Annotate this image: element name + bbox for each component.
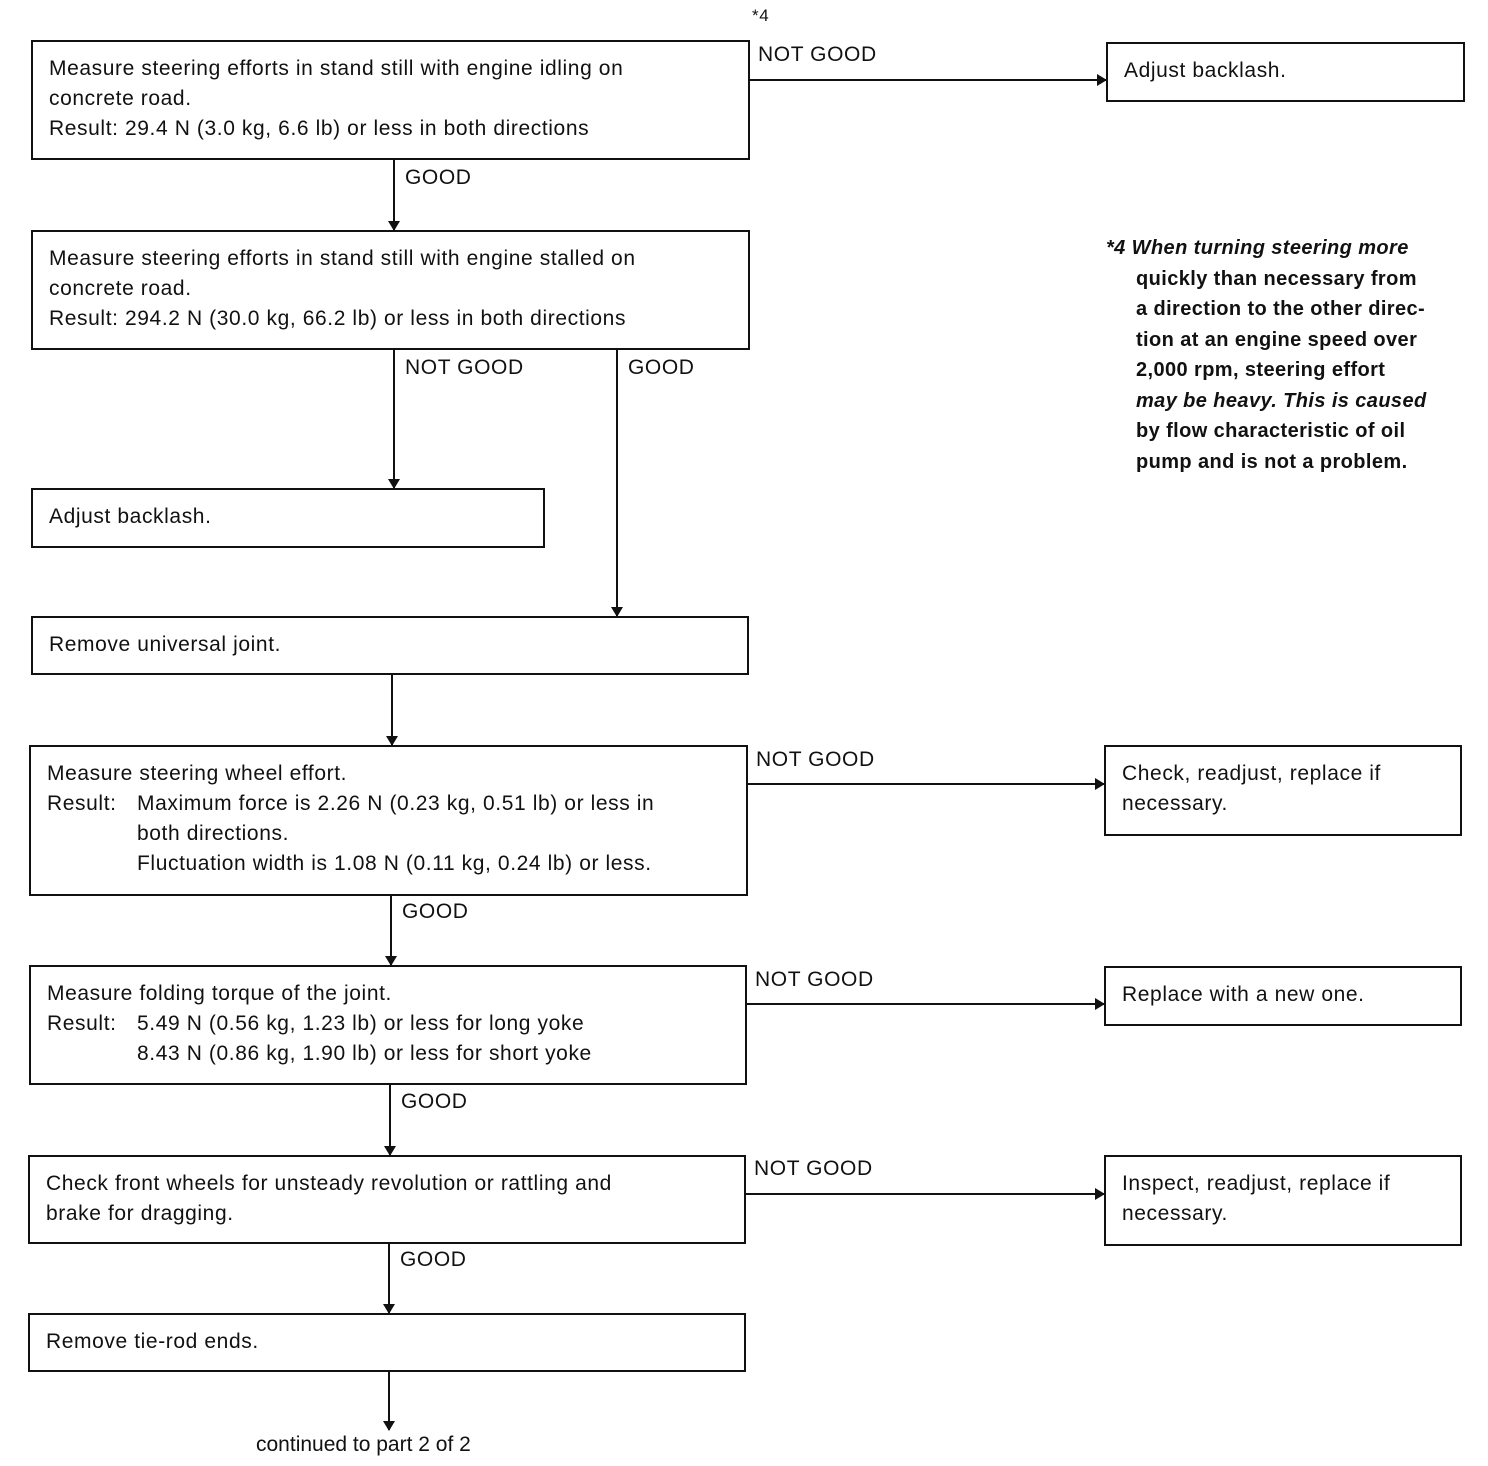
label-good: GOOD — [402, 900, 469, 923]
action-text-line: Check, readjust, replace if — [1122, 762, 1381, 785]
action-replace-new: Replace with a new one. — [1104, 966, 1462, 1026]
footnote-line: 2,000 rpm, steering effort — [1136, 359, 1386, 381]
footnote: *4 When turning steering more quickly th… — [1106, 233, 1464, 477]
step-result-line: 5.49 N (0.56 kg, 1.23 lb) or less for lo… — [137, 1012, 585, 1035]
step-text-line: Check front wheels for unsteady revoluti… — [46, 1172, 612, 1195]
footnote-line: by flow characteristic of oil — [1136, 420, 1406, 442]
step-measure-idling: Measure steering efforts in stand still … — [31, 40, 750, 160]
action-check-readjust-replace: Check, readjust, replace if necessary. — [1104, 745, 1462, 836]
step-remove-tie-rod-ends: Remove tie-rod ends. — [28, 1313, 746, 1372]
label-not-good: NOT GOOD — [755, 968, 874, 991]
action-text: Adjust backlash. — [49, 505, 212, 528]
action-text: Adjust backlash. — [1124, 59, 1287, 82]
step-measure-stalled: Measure steering efforts in stand still … — [31, 230, 750, 350]
continuation-note: continued to part 2 of 2 — [256, 1433, 471, 1456]
label-not-good: NOT GOOD — [754, 1157, 873, 1180]
step-text-line: brake for dragging. — [46, 1202, 234, 1225]
step-text: Remove universal joint. — [49, 633, 282, 656]
action-adjust-backlash-1: Adjust backlash. — [1106, 42, 1465, 102]
step-result-line: Result: 29.4 N (3.0 kg, 6.6 lb) or less … — [49, 117, 590, 140]
step-text-line: Measure folding torque of the joint. — [47, 982, 392, 1005]
action-text-line: necessary. — [1122, 792, 1228, 815]
footnote-line: may be heavy. This is caused — [1136, 389, 1427, 412]
footnote-ref: *4 — [752, 6, 770, 25]
step-text-line: Measure steering efforts in stand still … — [49, 247, 636, 270]
footnote-line: a direction to the other direc- — [1136, 298, 1426, 320]
label-good: GOOD — [400, 1248, 467, 1271]
footnote-line: quickly than necessary from — [1136, 267, 1417, 290]
label-not-good: NOT GOOD — [405, 356, 524, 379]
step-result-line: Fluctuation width is 1.08 N (0.11 kg, 0.… — [137, 852, 652, 875]
step-text-line: Measure steering efforts in stand still … — [49, 57, 624, 80]
step-text: Remove tie-rod ends. — [46, 1330, 259, 1353]
step-text-line: Measure steering wheel effort. — [47, 762, 348, 785]
step-remove-universal-joint: Remove universal joint. — [31, 616, 749, 675]
step-text-line: concrete road. — [49, 87, 192, 110]
action-adjust-backlash-2: Adjust backlash. — [31, 488, 545, 548]
action-text-line: Inspect, readjust, replace if — [1122, 1172, 1391, 1195]
step-result-line: Result: 294.2 N (30.0 kg, 66.2 lb) or le… — [49, 307, 627, 330]
result-label: Result: — [47, 792, 117, 815]
action-text-line: necessary. — [1122, 1202, 1228, 1225]
step-measure-folding-torque: Measure folding torque of the joint. Res… — [29, 965, 747, 1085]
action-inspect-readjust-replace: Inspect, readjust, replace if necessary. — [1104, 1155, 1462, 1246]
step-result-line: Maximum force is 2.26 N (0.23 kg, 0.51 l… — [137, 792, 655, 815]
label-not-good: NOT GOOD — [756, 748, 875, 771]
label-not-good: NOT GOOD — [758, 43, 877, 66]
step-measure-wheel-effort: Measure steering wheel effort. Result: Ma… — [29, 745, 748, 896]
step-text-line: concrete road. — [49, 277, 192, 300]
result-label: Result: — [47, 1012, 117, 1035]
footnote-line: tion at an engine speed over — [1136, 328, 1418, 351]
footnote-line: *4 When turning steering more — [1106, 237, 1409, 259]
label-good: GOOD — [628, 356, 695, 379]
step-result-line: both directions. — [137, 822, 290, 845]
label-good: GOOD — [405, 166, 472, 189]
step-check-front-wheels: Check front wheels for unsteady revoluti… — [28, 1155, 746, 1244]
label-good: GOOD — [401, 1090, 468, 1113]
footnote-line: pump and is not a problem. — [1136, 450, 1408, 473]
action-text: Replace with a new one. — [1122, 983, 1365, 1006]
step-result-line: 8.43 N (0.86 kg, 1.90 lb) or less for sh… — [137, 1042, 592, 1065]
